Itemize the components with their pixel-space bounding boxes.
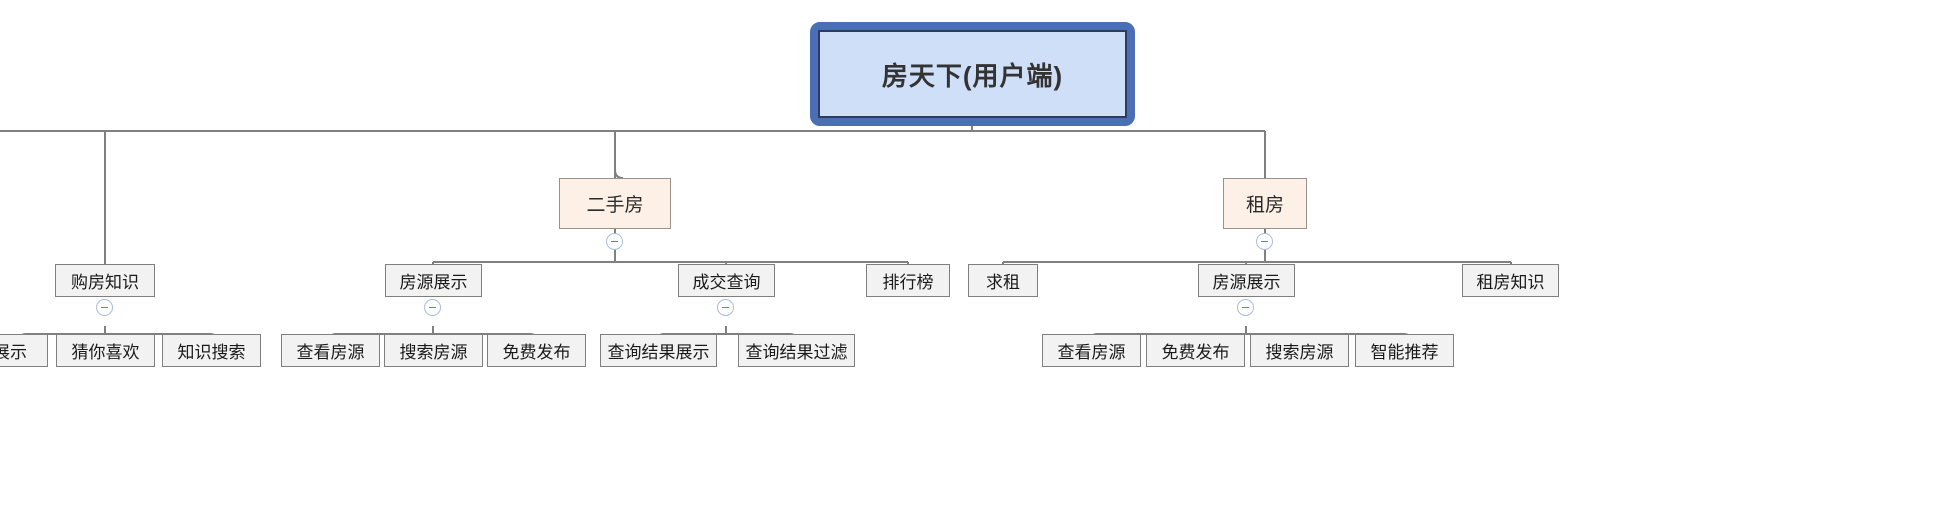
collapse-minus-icon-fangyuan-zhanshi-esf[interactable] <box>424 299 441 316</box>
minus-glyph <box>429 306 436 309</box>
minus-glyph <box>1261 240 1268 243</box>
minus-glyph <box>101 306 108 309</box>
leaf-node-zhanshi-clipped[interactable]: 展示 <box>0 334 48 367</box>
subnode-qiuzu[interactable]: 求租 <box>968 264 1038 297</box>
leaf-label-chaxun-jieguo-zhanshi: 查询结果展示 <box>607 343 710 362</box>
leaf-node-sousuo-fangyuan-zf[interactable]: 搜索房源 <box>1250 334 1349 367</box>
subnode-paihangbang[interactable]: 排行榜 <box>866 264 950 297</box>
subnode-zufang-zhishi[interactable]: 租房知识 <box>1462 264 1559 297</box>
leaf-node-zhishi-sousuo[interactable]: 知识搜索 <box>162 334 261 367</box>
collapse-minus-icon-chengjiao-chaxun[interactable] <box>717 299 734 316</box>
leaf-node-sousuo-fangyuan-esf[interactable]: 搜索房源 <box>384 334 483 367</box>
leaf-label-sousuo-fangyuan-esf: 搜索房源 <box>399 343 468 362</box>
leaf-label-mianfei-fabu-esf: 免费发布 <box>502 343 571 362</box>
minus-glyph <box>611 240 618 243</box>
branch-node-zufang[interactable]: 租房 <box>1223 178 1307 229</box>
leaf-node-chakan-fangyuan-esf[interactable]: 查看房源 <box>281 334 380 367</box>
collapse-minus-icon-ershoufang[interactable] <box>606 233 623 250</box>
minus-glyph <box>722 306 729 309</box>
leaf-label-chakan-fangyuan-zf: 查看房源 <box>1057 343 1126 362</box>
collapse-minus-icon-zufang[interactable] <box>1256 233 1273 250</box>
subnode-label-fangyuan-zhanshi-zf: 房源展示 <box>1212 273 1281 292</box>
subnode-fangyuan-zhanshi-zf[interactable]: 房源展示 <box>1198 264 1295 297</box>
subnode-label-goufang-zhishi: 购房知识 <box>71 273 139 292</box>
subnode-goufang-zhishi[interactable]: 购房知识 <box>55 264 155 297</box>
branch-label-ershoufang: 二手房 <box>586 195 644 216</box>
minus-glyph <box>1242 306 1249 309</box>
subnode-fangyuan-zhanshi-esf[interactable]: 房源展示 <box>385 264 482 297</box>
leaf-node-zhineng-tuijian[interactable]: 智能推荐 <box>1355 334 1454 367</box>
root-node-label: 房天下(用户端) <box>818 30 1127 118</box>
leaf-label-zhineng-tuijian: 智能推荐 <box>1370 343 1439 362</box>
collapse-minus-icon-fangyuan-zhanshi-zf[interactable] <box>1237 299 1254 316</box>
subnode-label-chengjiao-chaxun: 成交查询 <box>692 273 761 292</box>
leaf-label-chaxun-jieguo-guolv: 查询结果过滤 <box>745 343 848 362</box>
subnode-label-fangyuan-zhanshi-esf: 房源展示 <box>399 273 468 292</box>
collapse-minus-icon-goufang-zhishi[interactable] <box>96 299 113 316</box>
leaf-label-zhishi-sousuo: 知识搜索 <box>177 343 246 362</box>
leaf-node-mianfei-fabu-zf[interactable]: 免费发布 <box>1146 334 1245 367</box>
leaf-node-chaxun-jieguo-zhanshi[interactable]: 查询结果展示 <box>600 334 717 367</box>
subnode-label-qiuzu: 求租 <box>986 273 1020 292</box>
subnode-label-paihangbang: 排行榜 <box>882 273 934 292</box>
leaf-node-mianfei-fabu-esf[interactable]: 免费发布 <box>487 334 586 367</box>
leaf-label-cai-ni-xihuan: 猜你喜欢 <box>71 343 140 362</box>
leaf-label-mianfei-fabu-zf: 免费发布 <box>1161 343 1230 362</box>
branch-node-ershoufang[interactable]: 二手房 <box>559 178 671 229</box>
leaf-label-zhanshi-clipped: 展示 <box>0 343 27 362</box>
leaf-label-chakan-fangyuan-esf: 查看房源 <box>296 343 365 362</box>
subnode-label-zufang-zhishi: 租房知识 <box>1476 273 1545 292</box>
root-node[interactable]: 房天下(用户端) <box>810 22 1135 126</box>
branch-label-zufang: 租房 <box>1245 195 1284 216</box>
leaf-node-cai-ni-xihuan[interactable]: 猜你喜欢 <box>56 334 155 367</box>
leaf-node-chaxun-jieguo-guolv[interactable]: 查询结果过滤 <box>738 334 855 367</box>
leaf-node-chakan-fangyuan-zf[interactable]: 查看房源 <box>1042 334 1141 367</box>
leaf-label-sousuo-fangyuan-zf: 搜索房源 <box>1265 343 1334 362</box>
subnode-chengjiao-chaxun[interactable]: 成交查询 <box>678 264 775 297</box>
